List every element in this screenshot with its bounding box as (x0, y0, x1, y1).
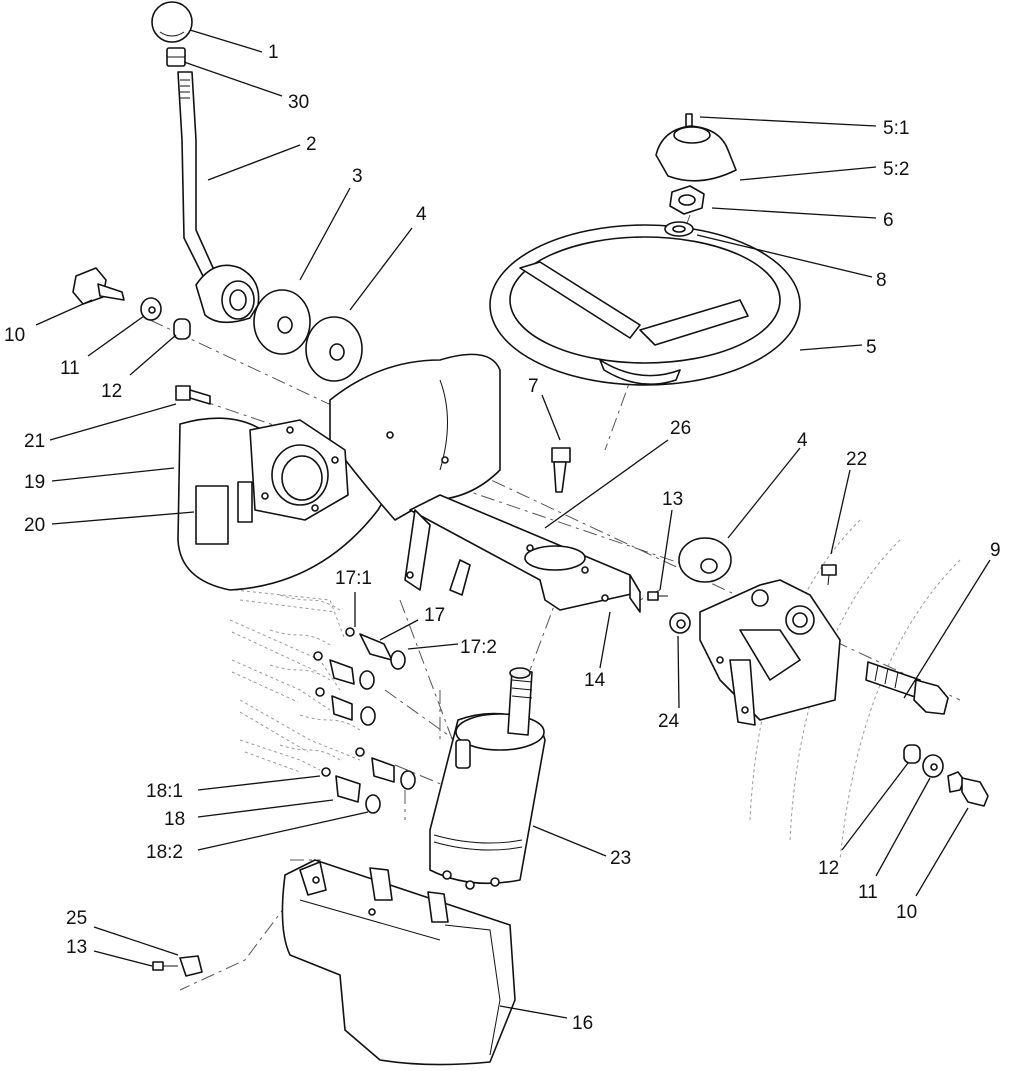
callout-13: 13 (662, 489, 683, 510)
mount-bracket-part-14 (404, 494, 641, 613)
screw-part-22 (821, 564, 837, 586)
callout-6: 6 (883, 210, 894, 231)
callout-26: 26 (670, 418, 691, 439)
clip-part-25 (179, 955, 203, 977)
screw-part-13-right (647, 591, 668, 601)
callout-23: 23 (610, 848, 631, 869)
steering-wheel-part-5 (489, 224, 801, 386)
steering-support-bracket (249, 353, 501, 521)
steering-valve-part-23 (429, 667, 546, 890)
hydraulic-hoses-ghost (229, 589, 361, 773)
callout-16: 16 (572, 1013, 593, 1034)
washer-part-11-right (922, 754, 944, 778)
callout-17-1: 17:1 (335, 568, 372, 589)
callout-11: 11 (60, 358, 80, 379)
shift-lever-part-2 (177, 71, 260, 324)
callout-10: 10 (4, 325, 25, 346)
knob-part-1 (151, 1, 193, 43)
callout-21: 21 (24, 431, 45, 452)
callout-12-right: 12 (818, 858, 839, 879)
callout-2: 2 (306, 134, 317, 155)
callout-17: 17 (424, 605, 445, 626)
pivot-bracket (699, 579, 841, 726)
callout-25: 25 (66, 908, 87, 929)
nut-part-6 (669, 185, 705, 215)
callout-5-2: 5:2 (883, 159, 909, 180)
washer-part-8 (664, 221, 694, 237)
washer-part-4-right (678, 537, 732, 583)
callout-14: 14 (584, 670, 606, 691)
callout-30: 30 (288, 92, 309, 113)
screw-part-13-left (152, 961, 178, 971)
bolt-part-21 (175, 385, 211, 405)
callout-10-right: 10 (896, 902, 917, 923)
callout-1: 1 (268, 42, 279, 63)
callout-7: 7 (528, 376, 539, 397)
hub-cap-part-5-2 (655, 125, 737, 182)
callout-8: 8 (876, 270, 887, 291)
fittings-group (313, 627, 416, 814)
bushing-part-12-left (173, 318, 191, 340)
callout-18-1: 18:1 (146, 781, 183, 802)
steering-cover-part-16 (281, 859, 516, 1066)
fender-outline-ghost (749, 519, 961, 861)
callout-4: 4 (416, 204, 427, 225)
callout-18: 18 (164, 809, 185, 830)
bolt-part-9 (865, 661, 949, 715)
bolt-part-10-right (947, 771, 989, 807)
callout-17-2: 17:2 (460, 637, 497, 658)
bushing-part-12-right (903, 744, 921, 764)
callout-22: 22 (846, 449, 867, 470)
callout-11-right: 11 (858, 882, 878, 903)
callout-13-left: 13 (66, 937, 87, 958)
leader-lines (35, 29, 991, 1019)
callout-18-2: 18:2 (146, 842, 183, 863)
washer-part-11-left (140, 297, 162, 321)
callout-3: 3 (352, 166, 363, 187)
jam-nut-part-30 (166, 47, 186, 67)
bolt-part-7 (551, 447, 571, 493)
callout-24: 24 (658, 711, 680, 732)
bolt-part-10-left (72, 267, 125, 305)
callout-4-right: 4 (797, 430, 808, 451)
callout-12: 12 (101, 381, 122, 402)
callout-20: 20 (24, 515, 45, 536)
washer-part-3 (253, 289, 311, 355)
callout-5-1: 5:1 (883, 118, 909, 139)
callout-19: 19 (24, 472, 45, 493)
washer-part-4-left (305, 316, 363, 382)
callout-labels: 1 30 2 3 4 10 11 12 21 19 20 5:1 5:2 6 8… (4, 42, 1001, 1034)
callout-9: 9 (990, 540, 1001, 561)
washer-part-24 (669, 612, 691, 634)
callout-5: 5 (866, 337, 877, 358)
